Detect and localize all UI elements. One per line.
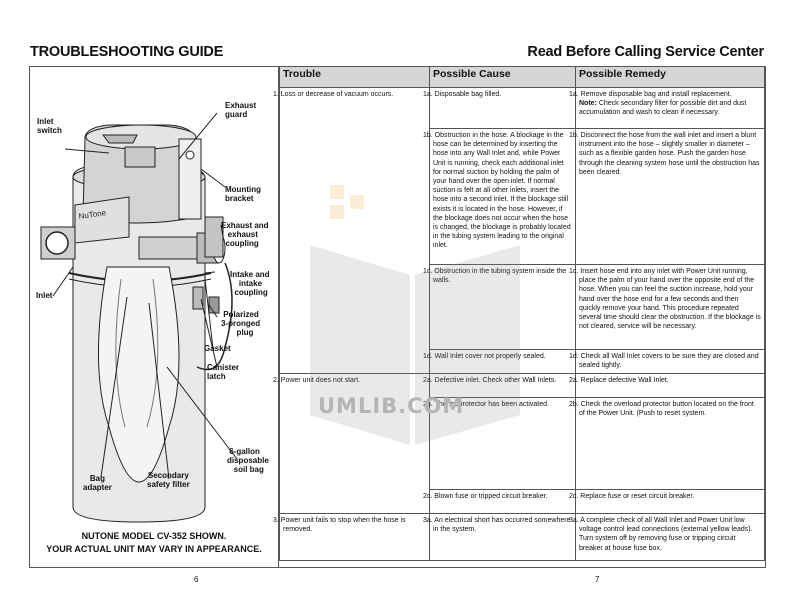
- cause-1a: 1a. Disposable bag filled.: [423, 87, 576, 129]
- cause-1d: 1d. Wall Inlet cover not properly sealed…: [423, 349, 576, 374]
- troubleshooting-table: Trouble Possible Cause Possible Remedy 1…: [273, 66, 765, 561]
- table-row: 3. Power unit fails to stop when the hos…: [273, 513, 765, 561]
- note-text: Check secondary filter for possible dirt…: [579, 100, 747, 117]
- header-cause: Possible Cause: [429, 66, 576, 88]
- table-row: 1. Loss or decrease of vacuum occurs. 1a…: [273, 87, 765, 374]
- trouble-2: 2. Power unit does not start.: [273, 373, 430, 514]
- caption-line-1: NUTONE MODEL CV-352 SHOWN.: [81, 531, 227, 541]
- remedy-1d: 1d. Check all Wall Inlet covers to be su…: [569, 349, 765, 374]
- brand-logo: NuTone: [78, 208, 107, 221]
- table-header-row: Trouble Possible Cause Possible Remedy: [279, 66, 765, 88]
- cause-2b: 2b. Thermoprotector has been activated.: [423, 397, 576, 490]
- label-intake-coupling: Intake and intake coupling: [230, 270, 270, 297]
- column-divider: [278, 66, 279, 568]
- table-row: 1c. Obstruction in the tubing system ins…: [280, 264, 765, 350]
- page-title-left: TROUBLESHOOTING GUIDE: [30, 44, 224, 60]
- note-label: Note:: [579, 100, 597, 108]
- remedy-2c: 2c. Replace fuse or reset circuit breake…: [569, 489, 765, 514]
- trouble-1: 1. Loss or decrease of vacuum occurs.: [273, 87, 430, 374]
- header-trouble: Trouble: [279, 66, 430, 88]
- cause-1c: 1c. Obstruction in the tubing system ins…: [423, 264, 576, 350]
- cause-1b: 1b. Obstruction in the hose. A blockage …: [423, 128, 576, 265]
- trouble-3: 3. Power unit fails to stop when the hos…: [273, 513, 430, 561]
- cause-3a: 3a. An electrical short has occurred som…: [423, 513, 576, 561]
- caption-line-2: YOUR ACTUAL UNIT MAY VARY IN APPEARANCE.: [46, 544, 262, 554]
- page-title-right: Read Before Calling Service Center: [527, 44, 764, 60]
- header-remedy: Possible Remedy: [575, 66, 765, 88]
- vacuum-unit-drawing: NuTone: [40, 112, 238, 523]
- label-exhaust-coupling: Exhaust and exhaust coupling: [221, 221, 269, 248]
- cause-2a: 2a. Defective inlet. Check other Wall In…: [423, 373, 576, 398]
- remedy-2b: 2b. Check the overload protector button …: [569, 397, 765, 490]
- table-row: 2b. Thermoprotector has been activated. …: [280, 397, 765, 490]
- table-row: 2. Power unit does not start. 2a. Defect…: [273, 373, 765, 514]
- remedy-3a: 3a. A complete check of all Wall Inlet a…: [569, 513, 765, 561]
- table-row: 2c. Blown fuse or tripped circuit breake…: [280, 489, 765, 514]
- page-number-right: 7: [595, 575, 600, 584]
- label-inlet: Inlet: [36, 291, 53, 300]
- table-row: 1b. Obstruction in the hose. A blockage …: [280, 128, 765, 265]
- page-number-left: 6: [194, 575, 199, 584]
- remedy-1c: 1c. Insert hose end into any inlet with …: [569, 264, 765, 350]
- watermark-text: UMLIB.COM: [318, 394, 465, 418]
- remedy-1b: 1b. Disconnect the hose from the wall in…: [569, 128, 765, 265]
- remedy-1a: 1a. Remove disposable bag and install re…: [569, 87, 765, 129]
- cause-2c: 2c. Blown fuse or tripped circuit breake…: [423, 489, 576, 514]
- remedy-1a-text: 1a. Remove disposable bag and install re…: [569, 91, 732, 98]
- label-gasket: Gasket: [204, 344, 231, 353]
- remedy-2a: 2a. Replace defective Wall Inlet.: [569, 373, 765, 398]
